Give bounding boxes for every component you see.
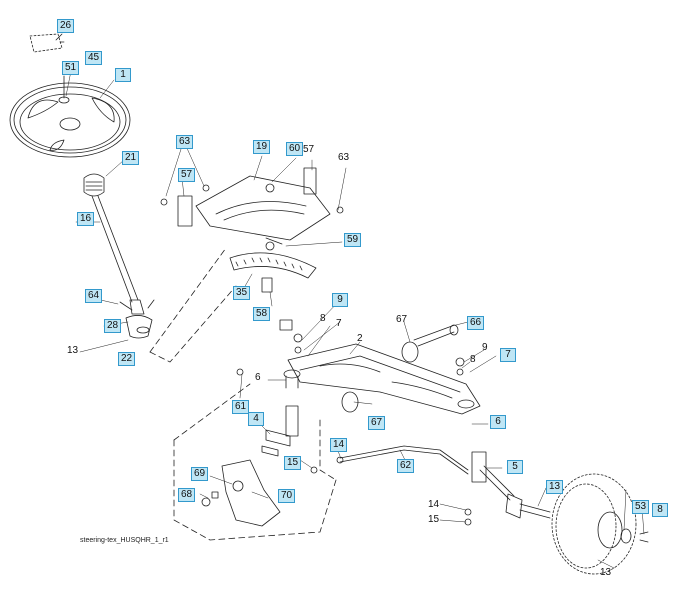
callout-13: 13 [67,345,79,356]
callout-8: 8 [470,354,476,365]
spindle-left-part [261,405,299,457]
callout-7: 7 [336,318,342,329]
frame-outline [149,247,337,541]
callout-45: 45 [85,51,103,65]
callout-63: 63 [338,152,350,163]
callout-1: 1 [115,68,131,82]
callout-8: 8 [652,503,668,517]
callout-59: 59 [344,233,362,247]
callout-4: 4 [248,412,264,426]
wheel-tire-part [551,473,649,575]
hardware-parts [236,237,472,526]
callout-15: 15 [284,456,302,470]
callout-21: 21 [122,151,140,165]
spindle-right-part [471,451,551,519]
callout-57: 57 [178,168,196,182]
callout-5: 5 [507,460,523,474]
drag-link-part [336,445,469,475]
callout-53: 53 [632,500,650,514]
callout-60: 60 [286,142,304,156]
steering-bracket-part [160,167,344,241]
callout-13: 13 [600,567,612,578]
callout-15: 15 [428,514,440,525]
callout-66: 66 [467,316,485,330]
callout-14: 14 [428,499,440,510]
callout-63: 63 [176,135,194,149]
callout-68: 68 [178,488,196,502]
callout-51: 51 [62,61,80,75]
callout-22: 22 [118,352,136,366]
callout-6: 6 [255,372,261,383]
callout-61: 61 [232,400,250,414]
callout-9: 9 [482,342,488,353]
callout-13: 13 [546,480,564,494]
wheel-cap-part [29,33,65,53]
steering-plate-part [201,459,281,527]
callout-69: 69 [191,467,209,481]
callout-6: 6 [490,415,506,429]
callout-35: 35 [233,286,251,300]
callout-14: 14 [330,438,348,452]
callout-16: 16 [77,212,95,226]
front-axle-part [283,343,481,415]
callout-7: 7 [500,348,516,362]
callout-8: 8 [320,313,326,324]
callout-67: 67 [396,314,408,325]
callout-62: 62 [397,459,415,473]
callout-64: 64 [85,289,103,303]
callout-57: 57 [303,144,315,155]
callout-67: 67 [368,416,386,430]
callout-19: 19 [253,140,271,154]
callout-26: 26 [57,19,75,33]
callout-2: 2 [357,333,363,344]
callout-9: 9 [332,293,348,307]
steering-shaft-part [83,173,155,339]
diagram-caption: steering-tex_HUSQHR_1_r1 [80,537,169,544]
callout-70: 70 [278,489,296,503]
sector-gear-part [229,241,317,293]
callout-28: 28 [104,319,122,333]
steering-wheel-part [9,75,131,158]
callout-58: 58 [253,307,271,321]
